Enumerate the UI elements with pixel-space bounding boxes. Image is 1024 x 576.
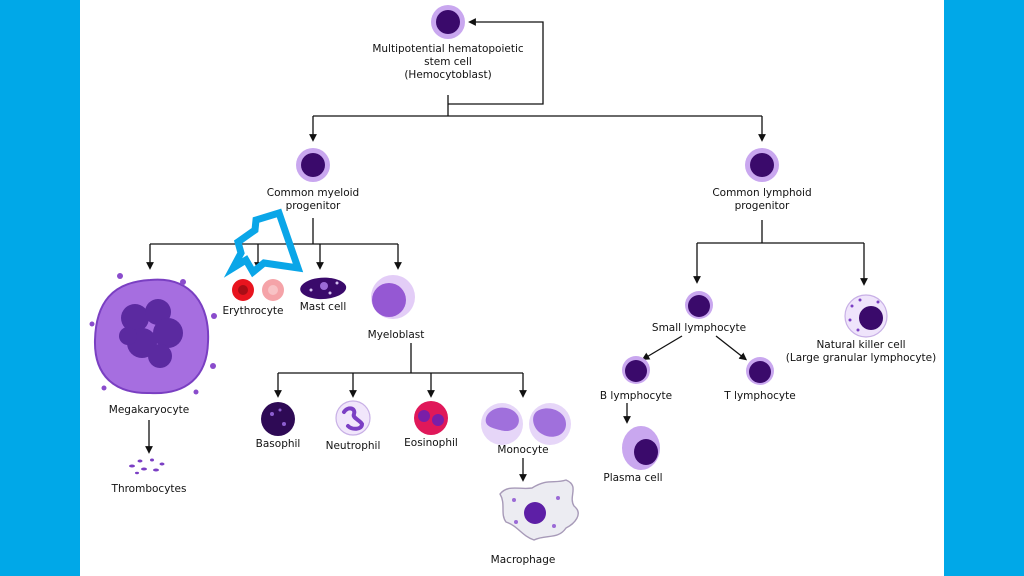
mast-cell-label: Mast cell [299,301,347,313]
b-lymphocyte-icon [622,356,650,384]
basophil-icon [261,402,295,436]
myeloblast-label: Myeloblast [367,329,425,341]
lymphoid-progenitor-icon [745,148,779,182]
myeloblast-icon [371,275,415,319]
basophil-label: Basophil [255,438,301,450]
eosinophil-icon [414,401,448,435]
eosinophil-label: Eosinophil [404,437,458,449]
t-lymphocyte-label: T lymphocyte [724,390,796,402]
erythrocyte-icon [232,279,284,301]
t-lymphocyte-icon [746,357,774,385]
neutrophil-icon [335,400,371,436]
plasma-cell-icon [622,426,660,470]
hematopoiesis-diagram [89,5,888,541]
thrombocytes-label: Thrombocytes [111,483,187,495]
stem-cell-label: Multipotential hematopoietic stem cell (… [372,43,524,81]
b-lymphocyte-label: B lymphocyte [599,390,673,402]
plasma-cell-label: Plasma cell [603,472,663,484]
nk-cell-label: Natural killer cell (Large granular lymp… [785,339,937,364]
monocyte-icon [481,403,571,445]
myeloid-progenitor-icon [296,148,330,182]
erythrocyte-label: Erythrocyte [222,305,284,317]
megakaryocyte-icon [89,273,217,395]
hollow-arrow-icon [223,208,304,278]
lymphoid-progenitor-label: Common lymphoid progenitor [712,187,812,212]
megakaryocyte-label: Megakaryocyte [108,404,190,416]
macrophage-label: Macrophage [490,554,556,566]
stem-cell-icon [431,5,465,39]
myeloid-progenitor-label: Common myeloid progenitor [266,187,360,212]
thrombocytes-icon [129,458,165,475]
macrophage-icon [499,479,579,541]
neutrophil-label: Neutrophil [325,440,381,452]
monocyte-label: Monocyte [497,444,549,456]
nk-cell-icon [844,294,888,338]
connector-lines [145,18,868,482]
mast-cell-icon [300,277,347,300]
diagram-panel: Multipotential hematopoietic stem cell (… [80,0,944,576]
small-lymphocyte-label: Small lymphocyte [651,322,747,334]
small-lymphocyte-icon [685,291,713,319]
